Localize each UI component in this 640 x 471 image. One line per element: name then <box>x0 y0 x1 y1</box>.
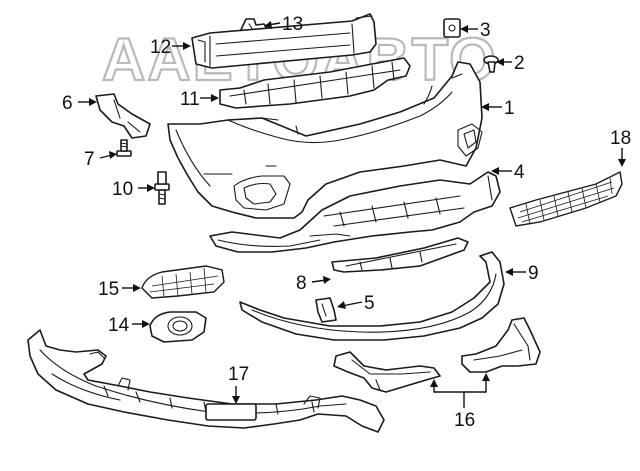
callout-16: 16 <box>454 410 475 431</box>
part-14-fog-bezel <box>149 311 207 343</box>
callout-15: 15 <box>98 279 119 300</box>
callout-5: 5 <box>364 293 375 314</box>
part-17-splash-shield <box>27 329 385 433</box>
callout-18: 18 <box>610 128 631 149</box>
callout-2: 2 <box>514 53 525 74</box>
callout-13: 13 <box>282 14 303 35</box>
part-3-clip <box>443 18 461 38</box>
part-16-bracket-left <box>333 351 441 393</box>
callout-4: 4 <box>514 162 525 183</box>
callout-7: 7 <box>84 149 95 170</box>
part-10-stud-bolt <box>154 171 170 205</box>
part-2-push-pin <box>483 55 499 73</box>
part-8-skid-plate <box>331 237 469 273</box>
callout-12: 12 <box>150 37 171 58</box>
callout-labels: 1 2 3 4 5 6 7 8 9 10 11 12 13 14 15 16 1… <box>62 14 631 431</box>
callout-9: 9 <box>528 263 539 284</box>
callout-10: 10 <box>112 179 133 200</box>
part-4-lower-fascia <box>209 171 501 253</box>
part-6-bracket <box>95 93 151 139</box>
part-7-bolt <box>116 139 132 157</box>
leader-lines <box>78 21 626 408</box>
part-12-reinforcement-beam <box>191 13 377 69</box>
part-16-bracket-right <box>461 317 541 373</box>
part-11-energy-absorber <box>219 57 411 109</box>
part-15-fog-grille <box>141 265 225 299</box>
callout-3: 3 <box>480 20 491 41</box>
callout-11: 11 <box>180 89 200 110</box>
callout-8: 8 <box>296 273 307 294</box>
part-5-bracket <box>315 297 337 323</box>
callout-14: 14 <box>108 315 130 336</box>
callout-6: 6 <box>62 93 73 114</box>
part-9-lower-molding <box>239 251 505 341</box>
callout-1: 1 <box>504 98 515 119</box>
part-1-bumper-cover <box>167 61 483 219</box>
part-18-grille <box>509 170 623 227</box>
callout-17: 17 <box>228 364 249 385</box>
